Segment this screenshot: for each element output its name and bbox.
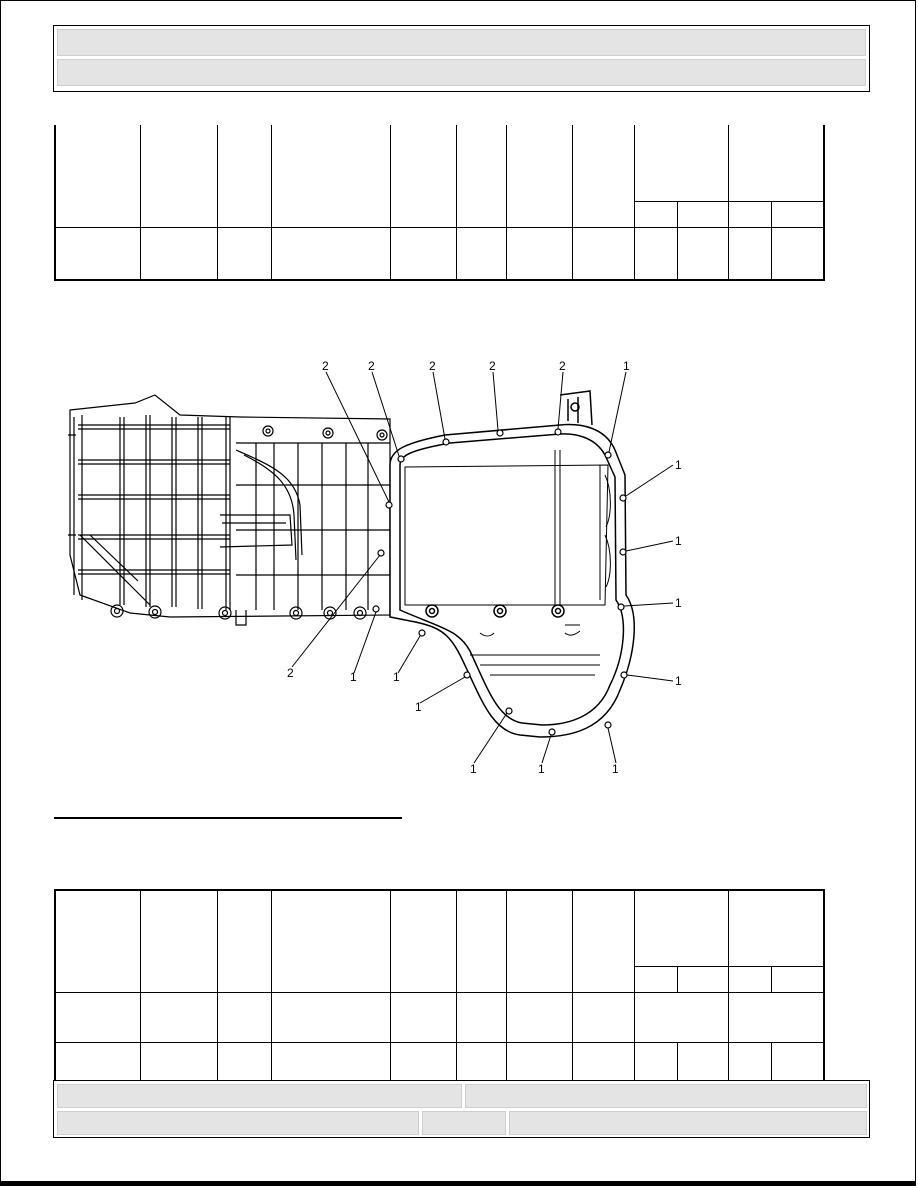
table-cell — [633, 1041, 679, 1082]
footer-cell-bottom-1 — [57, 1111, 419, 1135]
table-cell — [271, 227, 392, 281]
table-cell — [633, 227, 679, 281]
table-cell — [633, 965, 679, 993]
table-cell — [54, 227, 141, 281]
table-cell — [728, 227, 773, 281]
table-cell — [216, 889, 273, 993]
table-cell — [728, 125, 825, 202]
section-link-underline[interactable] — [54, 817, 402, 819]
table-cell — [771, 965, 825, 993]
table-cell — [505, 1041, 573, 1082]
table-cell — [728, 889, 825, 967]
table-cell — [271, 125, 392, 229]
table-cell — [390, 125, 457, 229]
table-cell — [677, 1041, 730, 1082]
table-cell — [455, 991, 507, 1043]
table-cell — [571, 227, 635, 281]
table-cell — [455, 889, 507, 993]
table-cell — [633, 200, 679, 229]
table-cell — [390, 991, 457, 1043]
spec-table-2 — [54, 889, 825, 1082]
callout-label: 1 — [675, 596, 682, 610]
table-cell — [633, 889, 730, 967]
document-footer — [53, 1080, 870, 1138]
table-cell — [771, 200, 825, 229]
table-cell — [455, 1041, 507, 1082]
header-subtitle-bar — [57, 59, 866, 86]
table-cell — [571, 125, 635, 229]
oil-pan-outline — [389, 390, 635, 738]
table-cell — [139, 125, 218, 229]
table-cell — [390, 1041, 457, 1082]
table-cell — [455, 125, 507, 229]
table-cell — [505, 889, 573, 993]
table-cell — [505, 227, 573, 281]
document-header — [53, 25, 870, 92]
table-cell — [771, 1041, 825, 1082]
table-cell — [728, 1041, 773, 1082]
footer-cell-bottom-3 — [509, 1111, 867, 1135]
spec-table-1 — [54, 125, 825, 281]
table-cell — [728, 200, 773, 229]
table-cell — [139, 991, 218, 1043]
table-cell — [571, 889, 635, 993]
flange-bolt-holes — [372, 428, 628, 736]
table-cell — [728, 965, 773, 993]
table-cell — [505, 991, 573, 1043]
callout-label: 1 — [470, 762, 477, 775]
table-cell — [54, 1041, 141, 1082]
table-cell — [455, 227, 507, 281]
oil-pan-illustration: 2 2 2 2 2 1 1 1 1 1 2 1 1 1 1 1 1 — [68, 359, 682, 776]
callout-leader-lines — [291, 371, 674, 764]
callout-label: 2 — [429, 359, 436, 373]
table-cell — [677, 965, 730, 993]
table-cell — [677, 200, 730, 229]
table-cell — [633, 991, 730, 1043]
table-cell — [139, 227, 218, 281]
table-cell — [771, 227, 825, 281]
table-cell — [390, 227, 457, 281]
table-cell — [571, 991, 635, 1043]
table-cell — [216, 991, 273, 1043]
callout-label: 1 — [350, 670, 357, 684]
table-cell — [505, 125, 573, 229]
table-cell — [216, 227, 273, 281]
callout-label: 1 — [393, 670, 400, 684]
table-cell — [271, 889, 392, 993]
callout-label: 2 — [322, 359, 329, 373]
table-cell — [54, 125, 141, 229]
header-title-bar — [57, 29, 866, 56]
table-cell — [633, 125, 730, 202]
table-cell — [216, 125, 273, 229]
table-cell — [54, 991, 141, 1043]
callout-label: 1 — [675, 534, 682, 548]
table-cell — [216, 1041, 273, 1082]
footer-cell-left-top — [57, 1084, 462, 1108]
oil-pan-bolt-diagram: 2 2 2 2 2 1 1 1 1 1 2 1 1 1 1 1 1 — [60, 355, 700, 776]
callout-label: 2 — [287, 666, 294, 680]
engine-block-outline — [68, 394, 391, 626]
table-cell — [139, 889, 218, 993]
footer-cell-bottom-2 — [422, 1111, 506, 1135]
table-cell — [677, 227, 730, 281]
table-cell — [139, 1041, 218, 1082]
table-cell — [271, 1041, 392, 1082]
table-cell — [728, 991, 825, 1043]
table-cell — [571, 1041, 635, 1082]
callout-label: 1 — [675, 458, 682, 472]
table-cell — [54, 889, 141, 993]
callout-label: 1 — [538, 762, 545, 775]
callout-label: 2 — [489, 359, 496, 373]
callout-label: 2 — [368, 359, 375, 373]
table-cell — [271, 991, 392, 1043]
callout-label: 1 — [612, 762, 619, 775]
callout-label: 1 — [623, 359, 630, 373]
callout-label: 1 — [675, 674, 682, 688]
footer-cell-right-top — [465, 1084, 867, 1108]
callout-label: 1 — [415, 700, 422, 714]
callout-labels: 2 2 2 2 2 1 1 1 1 1 2 1 1 1 1 1 1 — [287, 359, 682, 776]
callout-label: 2 — [559, 359, 566, 373]
table-cell — [390, 889, 457, 993]
